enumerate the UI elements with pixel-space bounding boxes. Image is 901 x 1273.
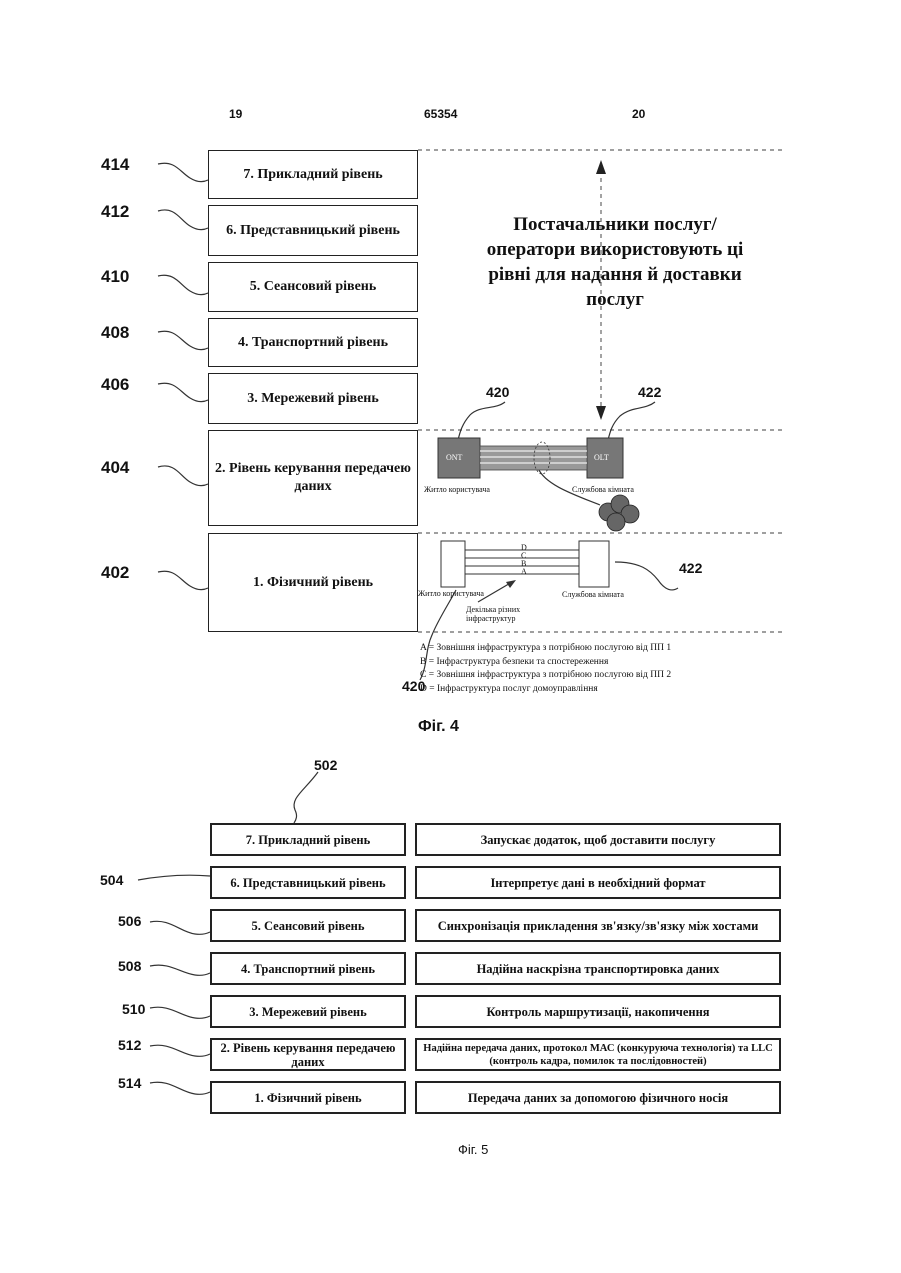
fig5-desc-1: Передача даних за допомогою фізичного но…	[415, 1081, 781, 1114]
fig5-desc-2: Надійна передача даних, протокол МАС (ко…	[415, 1038, 781, 1071]
fig5-desc-3: Контроль маршрутизації, накопичення	[415, 995, 781, 1028]
ref-512: 512	[118, 1037, 141, 1053]
fig5-desc-4: Надійна наскрізна транспортировка даних	[415, 952, 781, 985]
ref-504: 504	[100, 872, 123, 888]
fig5-desc-7: Запускає додаток, щоб доставити послугу	[415, 823, 781, 856]
fig5-layer-1: 1. Фізичний рівень	[210, 1081, 406, 1114]
ref-510: 510	[122, 1001, 145, 1017]
fig5-layer-4: 4. Транспортний рівень	[210, 952, 406, 985]
fig5-layer-3: 3. Мережевий рівень	[210, 995, 406, 1028]
fig5-desc-6: Інтерпретує дані в необхідний формат	[415, 866, 781, 899]
fig5-caption: Фіг. 5	[458, 1142, 488, 1157]
fig5-desc-5: Синхронізація прикладення зв'язку/зв'язк…	[415, 909, 781, 942]
ref-502: 502	[314, 757, 337, 773]
ref-514: 514	[118, 1075, 141, 1091]
ref-506: 506	[118, 913, 141, 929]
fig5-layer-6: 6. Представницький рівень	[210, 866, 406, 899]
fig5-layer-5: 5. Сеансовий рівень	[210, 909, 406, 942]
fig5-layer-7: 7. Прикладний рівень	[210, 823, 406, 856]
fig5-layer-2: 2. Рівень керування передачею даних	[210, 1038, 406, 1071]
ref-508: 508	[118, 958, 141, 974]
